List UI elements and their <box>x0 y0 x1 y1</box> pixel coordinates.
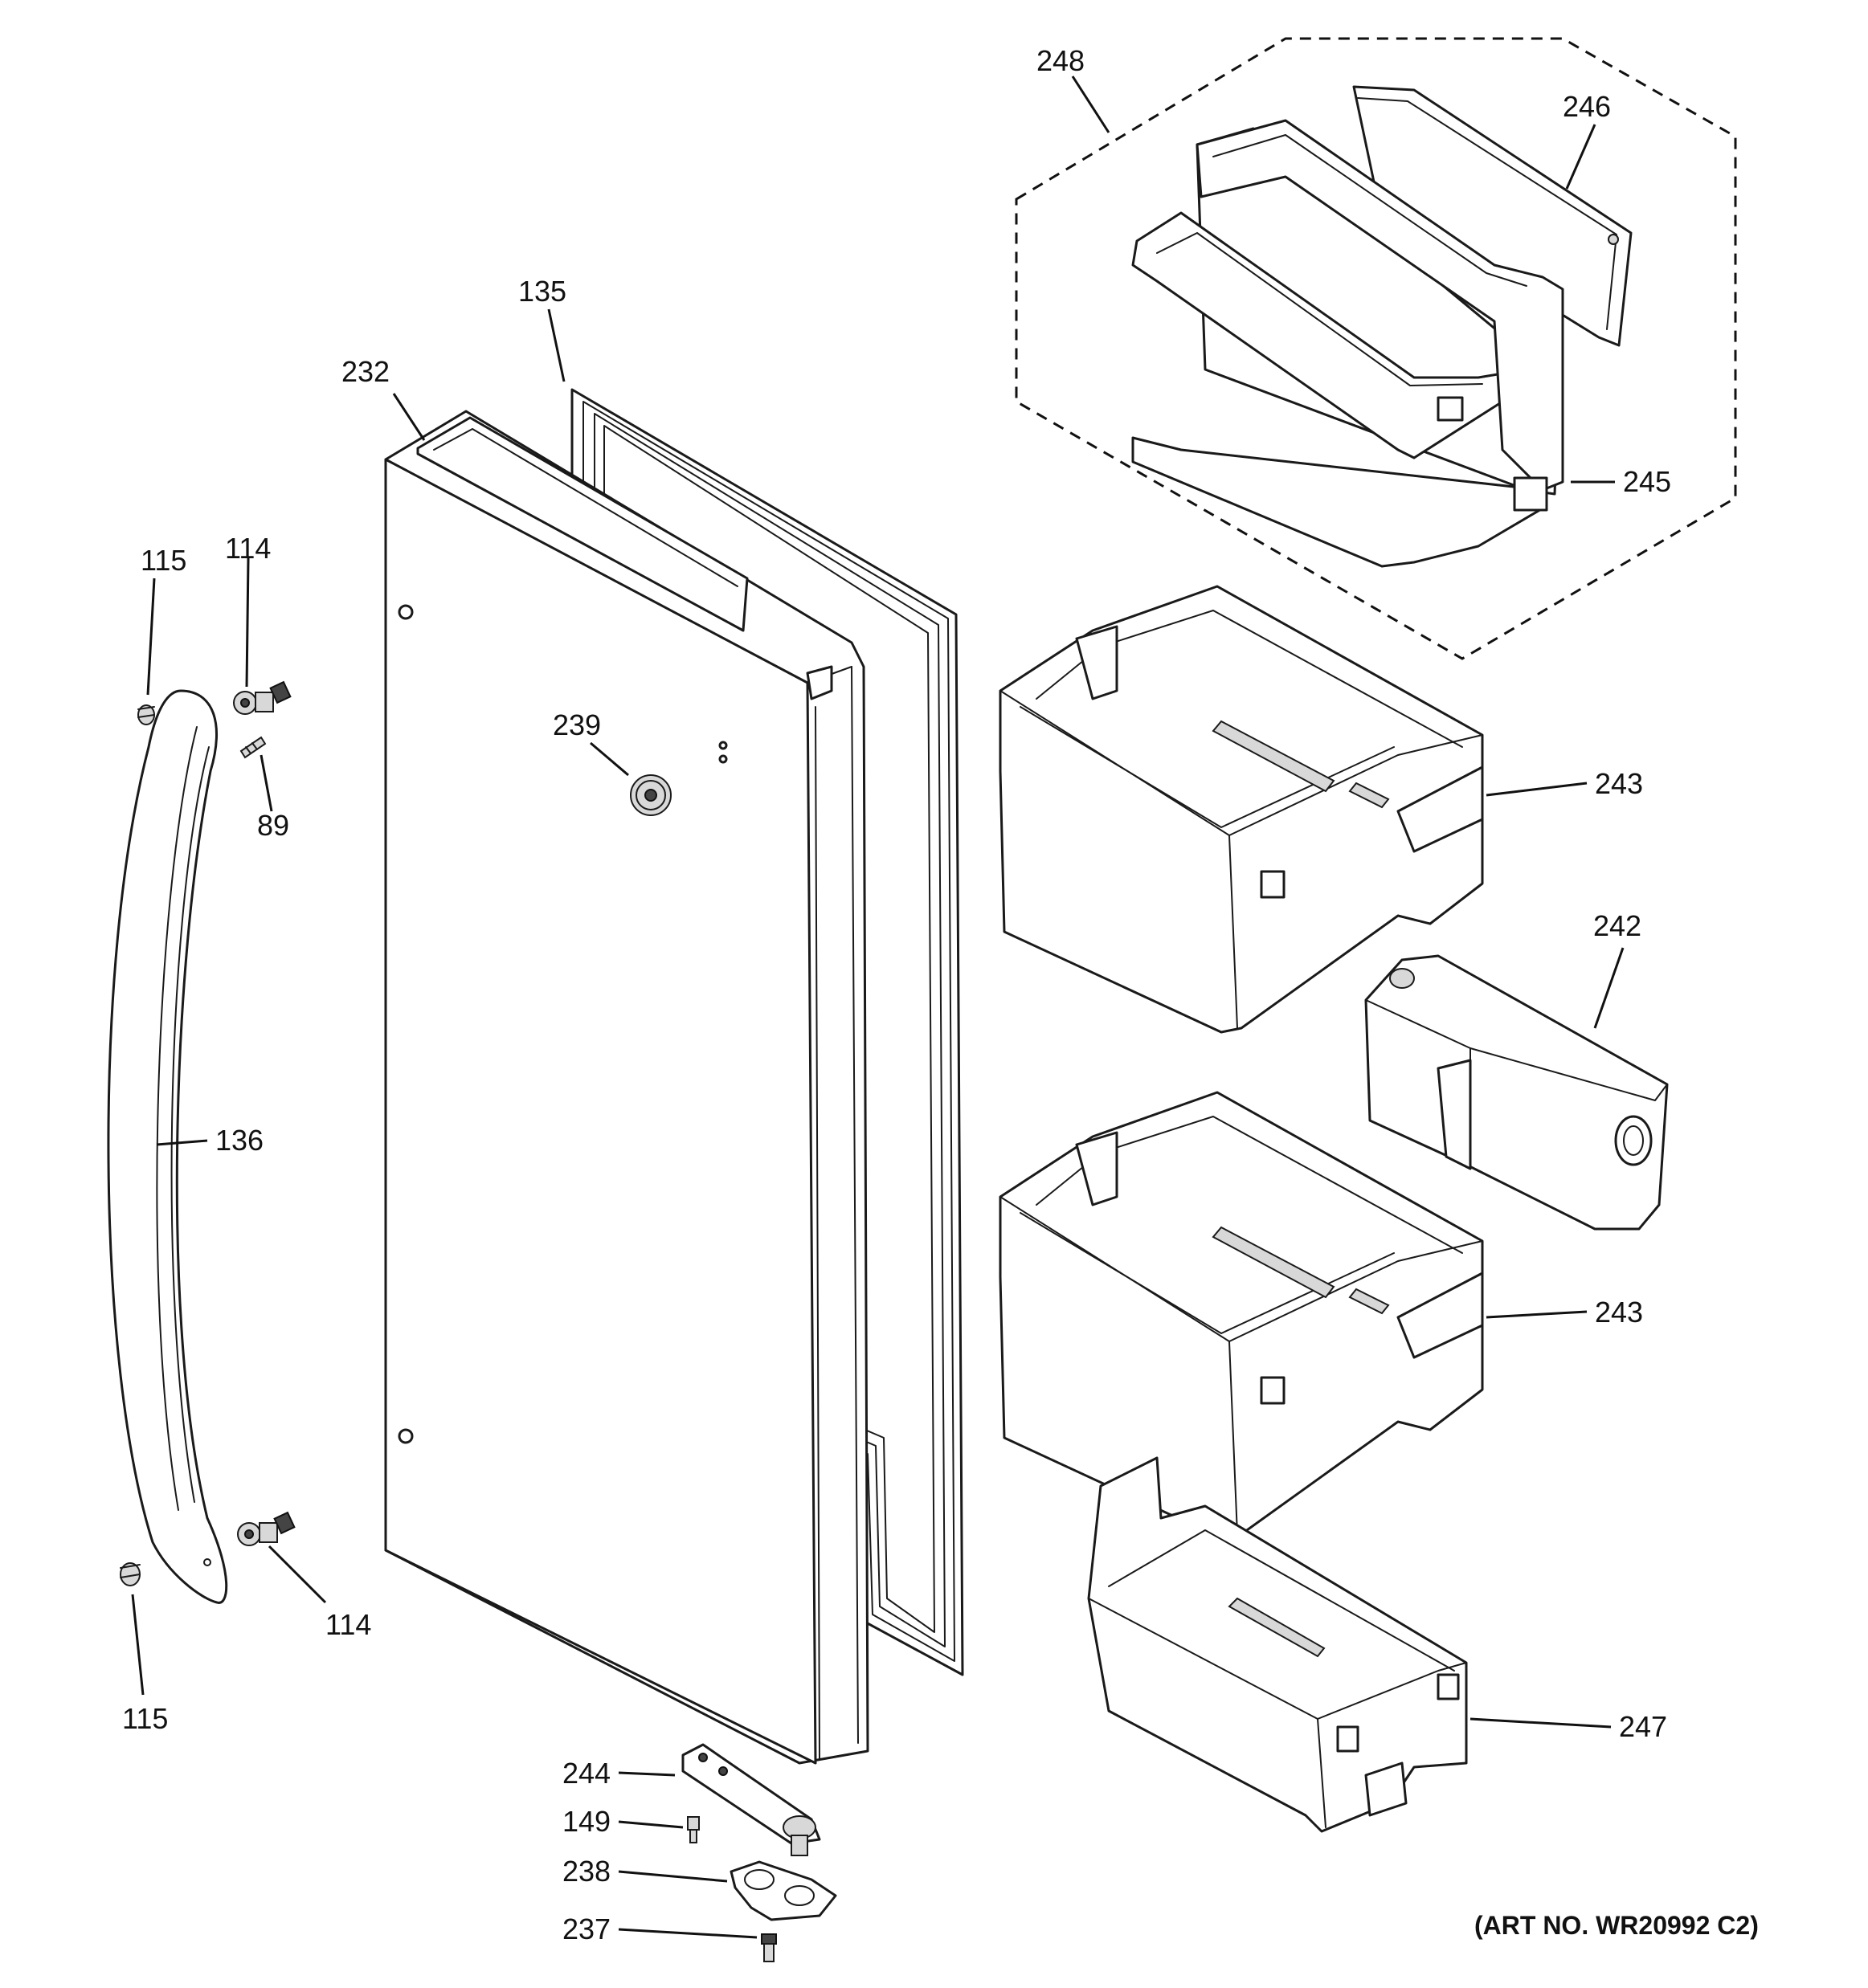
callout-136: 136 <box>215 1124 264 1157</box>
part-149-screw <box>687 1816 700 1843</box>
part-115-set-screw-top <box>137 704 155 725</box>
part-114-stud-top <box>233 680 292 715</box>
callout-245: 245 <box>1623 465 1671 498</box>
callout-114-bottom: 114 <box>325 1608 371 1641</box>
leader-lines <box>131 76 1625 1939</box>
callout-238: 238 <box>562 1855 611 1888</box>
part-245-shelf-bin <box>1131 119 1564 568</box>
part-115-set-screw-bottom <box>120 1562 141 1586</box>
callout-135: 135 <box>518 275 566 308</box>
callout-247: 247 <box>1619 1710 1667 1743</box>
assembly-248-boundary <box>1015 37 1737 660</box>
callout-labels: 248 246 245 135 232 115 114 89 239 243 2… <box>122 44 1759 1945</box>
art-number: (ART NO. WR20992 C2) <box>1474 1911 1759 1940</box>
callout-239: 239 <box>553 708 601 741</box>
callout-115-top: 115 <box>141 544 186 577</box>
part-114-stud-bottom <box>237 1511 296 1546</box>
part-89-screw <box>239 736 267 759</box>
callout-244: 244 <box>562 1757 611 1790</box>
callout-149: 149 <box>562 1805 611 1838</box>
callout-243-bottom: 243 <box>1595 1296 1643 1329</box>
part-237-screw <box>761 1933 777 1962</box>
part-243-bin-bottom <box>999 1091 1484 1540</box>
part-239-badge <box>630 774 672 816</box>
callout-89: 89 <box>257 809 289 842</box>
part-243-bin-top <box>999 585 1484 1034</box>
part-238-hinge-bracket <box>730 1860 837 1921</box>
callout-237: 237 <box>562 1912 611 1945</box>
callout-242: 242 <box>1593 909 1641 942</box>
part-136-handle <box>107 689 228 1604</box>
part-242-small-bin <box>1364 954 1669 1231</box>
callout-246: 246 <box>1563 90 1611 123</box>
callout-243-top: 243 <box>1595 767 1643 800</box>
part-244-hinge <box>681 1743 821 1856</box>
part-247-bin <box>1087 1456 1468 1833</box>
callout-232: 232 <box>341 355 390 388</box>
callout-115-bottom: 115 <box>122 1702 168 1735</box>
callout-248: 248 <box>1036 44 1085 77</box>
part-232-door <box>384 410 869 1765</box>
callout-114-top: 114 <box>225 532 271 565</box>
